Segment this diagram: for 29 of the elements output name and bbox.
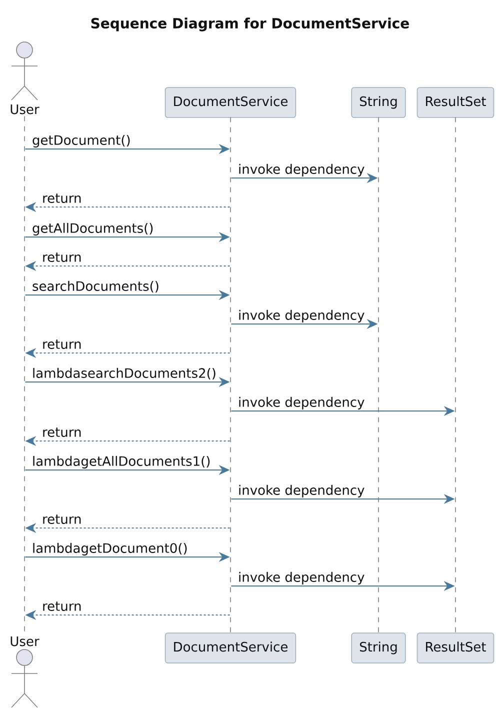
message-label: lambdagetAllDocuments1() <box>32 456 211 469</box>
message-label: invoke dependency <box>238 484 366 498</box>
message-label: getAllDocuments() <box>32 222 154 236</box>
message-label: getDocument() <box>32 134 132 148</box>
message-label: invoke dependency <box>238 396 366 410</box>
lifeline <box>455 116 456 634</box>
message-label: return <box>42 427 82 438</box>
message-label: return <box>42 601 82 612</box>
message-label: return <box>42 252 82 262</box>
message-label: return <box>42 339 82 350</box>
message-label: searchDocuments() <box>32 280 160 293</box>
message-label: invoke dependency <box>238 164 366 177</box>
participant-box: String <box>351 87 406 118</box>
message-label: invoke dependency <box>238 310 366 323</box>
actor-label: User <box>10 636 40 646</box>
message-label: lambdagetDocument0() <box>32 542 188 556</box>
participant-box: DocumentService <box>164 87 296 118</box>
message-label: return <box>42 193 82 204</box>
participant-box: ResultSet <box>416 632 494 664</box>
actor-label: User <box>10 104 40 114</box>
participant-box: ResultSet <box>416 87 494 118</box>
message-label: lambdasearchDocuments2() <box>32 368 217 380</box>
message-label: invoke dependency <box>238 572 366 585</box>
lifeline <box>378 116 379 634</box>
message-label: return <box>42 514 82 524</box>
participant-box: String <box>351 632 406 664</box>
participant-box: DocumentService <box>164 632 296 664</box>
lifeline <box>230 116 231 634</box>
title: Sequence Diagram for DocumentService <box>91 18 409 32</box>
